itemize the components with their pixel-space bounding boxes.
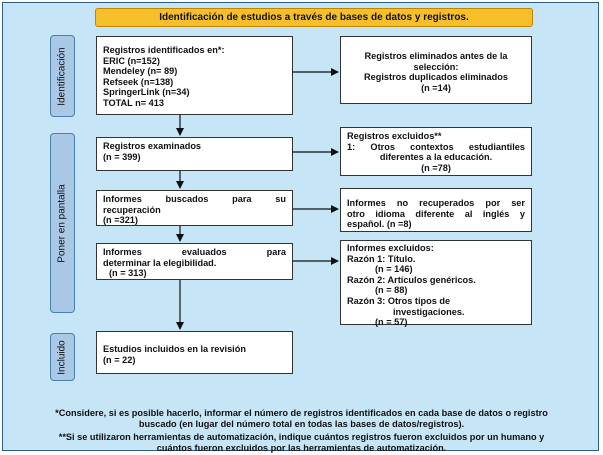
footnote-line: *Considere, si es posible hacerlo, infor… xyxy=(55,408,548,418)
box-line: (n = 399) xyxy=(103,151,141,162)
box-line: diferentes a la educación. xyxy=(379,152,493,163)
box-line: ERIC (n=152) xyxy=(103,55,160,66)
box-line: Informes no recuperados por ser xyxy=(347,198,525,208)
box-line: Informes evaluados para xyxy=(103,247,286,257)
box-reports-sought: Informes buscados para su recuperación (… xyxy=(96,190,293,226)
box-line: investigaciones. xyxy=(393,306,465,317)
phase-cribado: Poner en pantalla xyxy=(50,133,75,313)
box-line: (n = 88) xyxy=(375,285,408,296)
box-line: Razón 2: Artículos genéricos. xyxy=(347,274,476,285)
box-line: (n =321) xyxy=(103,215,138,226)
footnote-line: **Si se utilizaron herramientas de autom… xyxy=(58,432,545,442)
box-line: SpringerLink (n=34) xyxy=(103,87,190,98)
box-records-identified: Registros identificados en*: ERIC (n=152… xyxy=(96,36,293,115)
box-records-screened: Registros examinados (n = 399) xyxy=(96,137,293,171)
box-line: Informes buscados para su xyxy=(103,194,286,204)
box-line: Registros eliminados antes de la xyxy=(364,51,508,61)
box-line: Registros examinados xyxy=(103,141,202,151)
box-line: Mendeley (n= 89) xyxy=(103,66,178,77)
footnote-2: **Si se utilizaron herramientas de autom… xyxy=(8,432,595,454)
box-line: Razón 1: Título. xyxy=(347,253,416,264)
footnote-line: buscado (en lugar del número total en to… xyxy=(138,419,465,429)
box-line: (n = 313) xyxy=(109,268,147,279)
box-line: (n =78) xyxy=(421,162,451,173)
box-line: 1: Otros contextos estudiantiles xyxy=(347,141,525,152)
box-line: Registros duplicados eliminados xyxy=(364,72,508,83)
box-line: Informes excluidos: xyxy=(347,243,434,253)
phase-identificacion: Identificación xyxy=(50,35,75,117)
box-line: (n = 146) xyxy=(375,264,413,275)
box-records-removed: Registros eliminados antes de la selecci… xyxy=(340,36,532,104)
box-reports-excluded: Informes excluidos: Razón 1: Título. (n … xyxy=(340,240,532,328)
box-line: determinar la elegibilidad. xyxy=(103,257,217,268)
box-line: otro idioma diferente al inglés y xyxy=(347,208,525,219)
box-studies-included: Estudios incluidos en la revisión (n = 2… xyxy=(96,331,293,374)
phase-incluido: Incluido xyxy=(50,333,75,381)
box-line: Razón 3: Otros tipos de xyxy=(347,295,451,306)
box-line: español. (n =8) xyxy=(347,219,412,230)
box-line: selección: xyxy=(413,61,459,72)
box-line: TOTAL n= 413 xyxy=(103,97,165,108)
box-line: recuperación xyxy=(103,204,161,215)
box-line: (n =14) xyxy=(421,82,451,93)
footnote-line: cuántos fueron excluidos por las herrami… xyxy=(156,443,447,453)
box-line: Registros identificados en*: xyxy=(103,45,225,55)
box-line: Refseek (n=138) xyxy=(103,76,174,87)
footnote-1: *Considere, si es posible hacerlo, infor… xyxy=(8,408,595,430)
box-reports-assessed: Informes evaluados para determinar la el… xyxy=(96,243,293,280)
box-line: (n = 57) xyxy=(375,317,408,328)
box-reports-not-retrieved: Informes no recuperados por ser otro idi… xyxy=(340,188,532,232)
box-line: Registros excluidos** xyxy=(347,131,442,141)
box-line: Estudios incluidos en la revisión xyxy=(103,344,246,354)
box-records-excluded: Registros excluidos** 1: Otros contextos… xyxy=(340,127,532,176)
diagram-title: Identificación de estudios a través de b… xyxy=(95,8,533,27)
box-line: (n = 22) xyxy=(103,354,136,365)
